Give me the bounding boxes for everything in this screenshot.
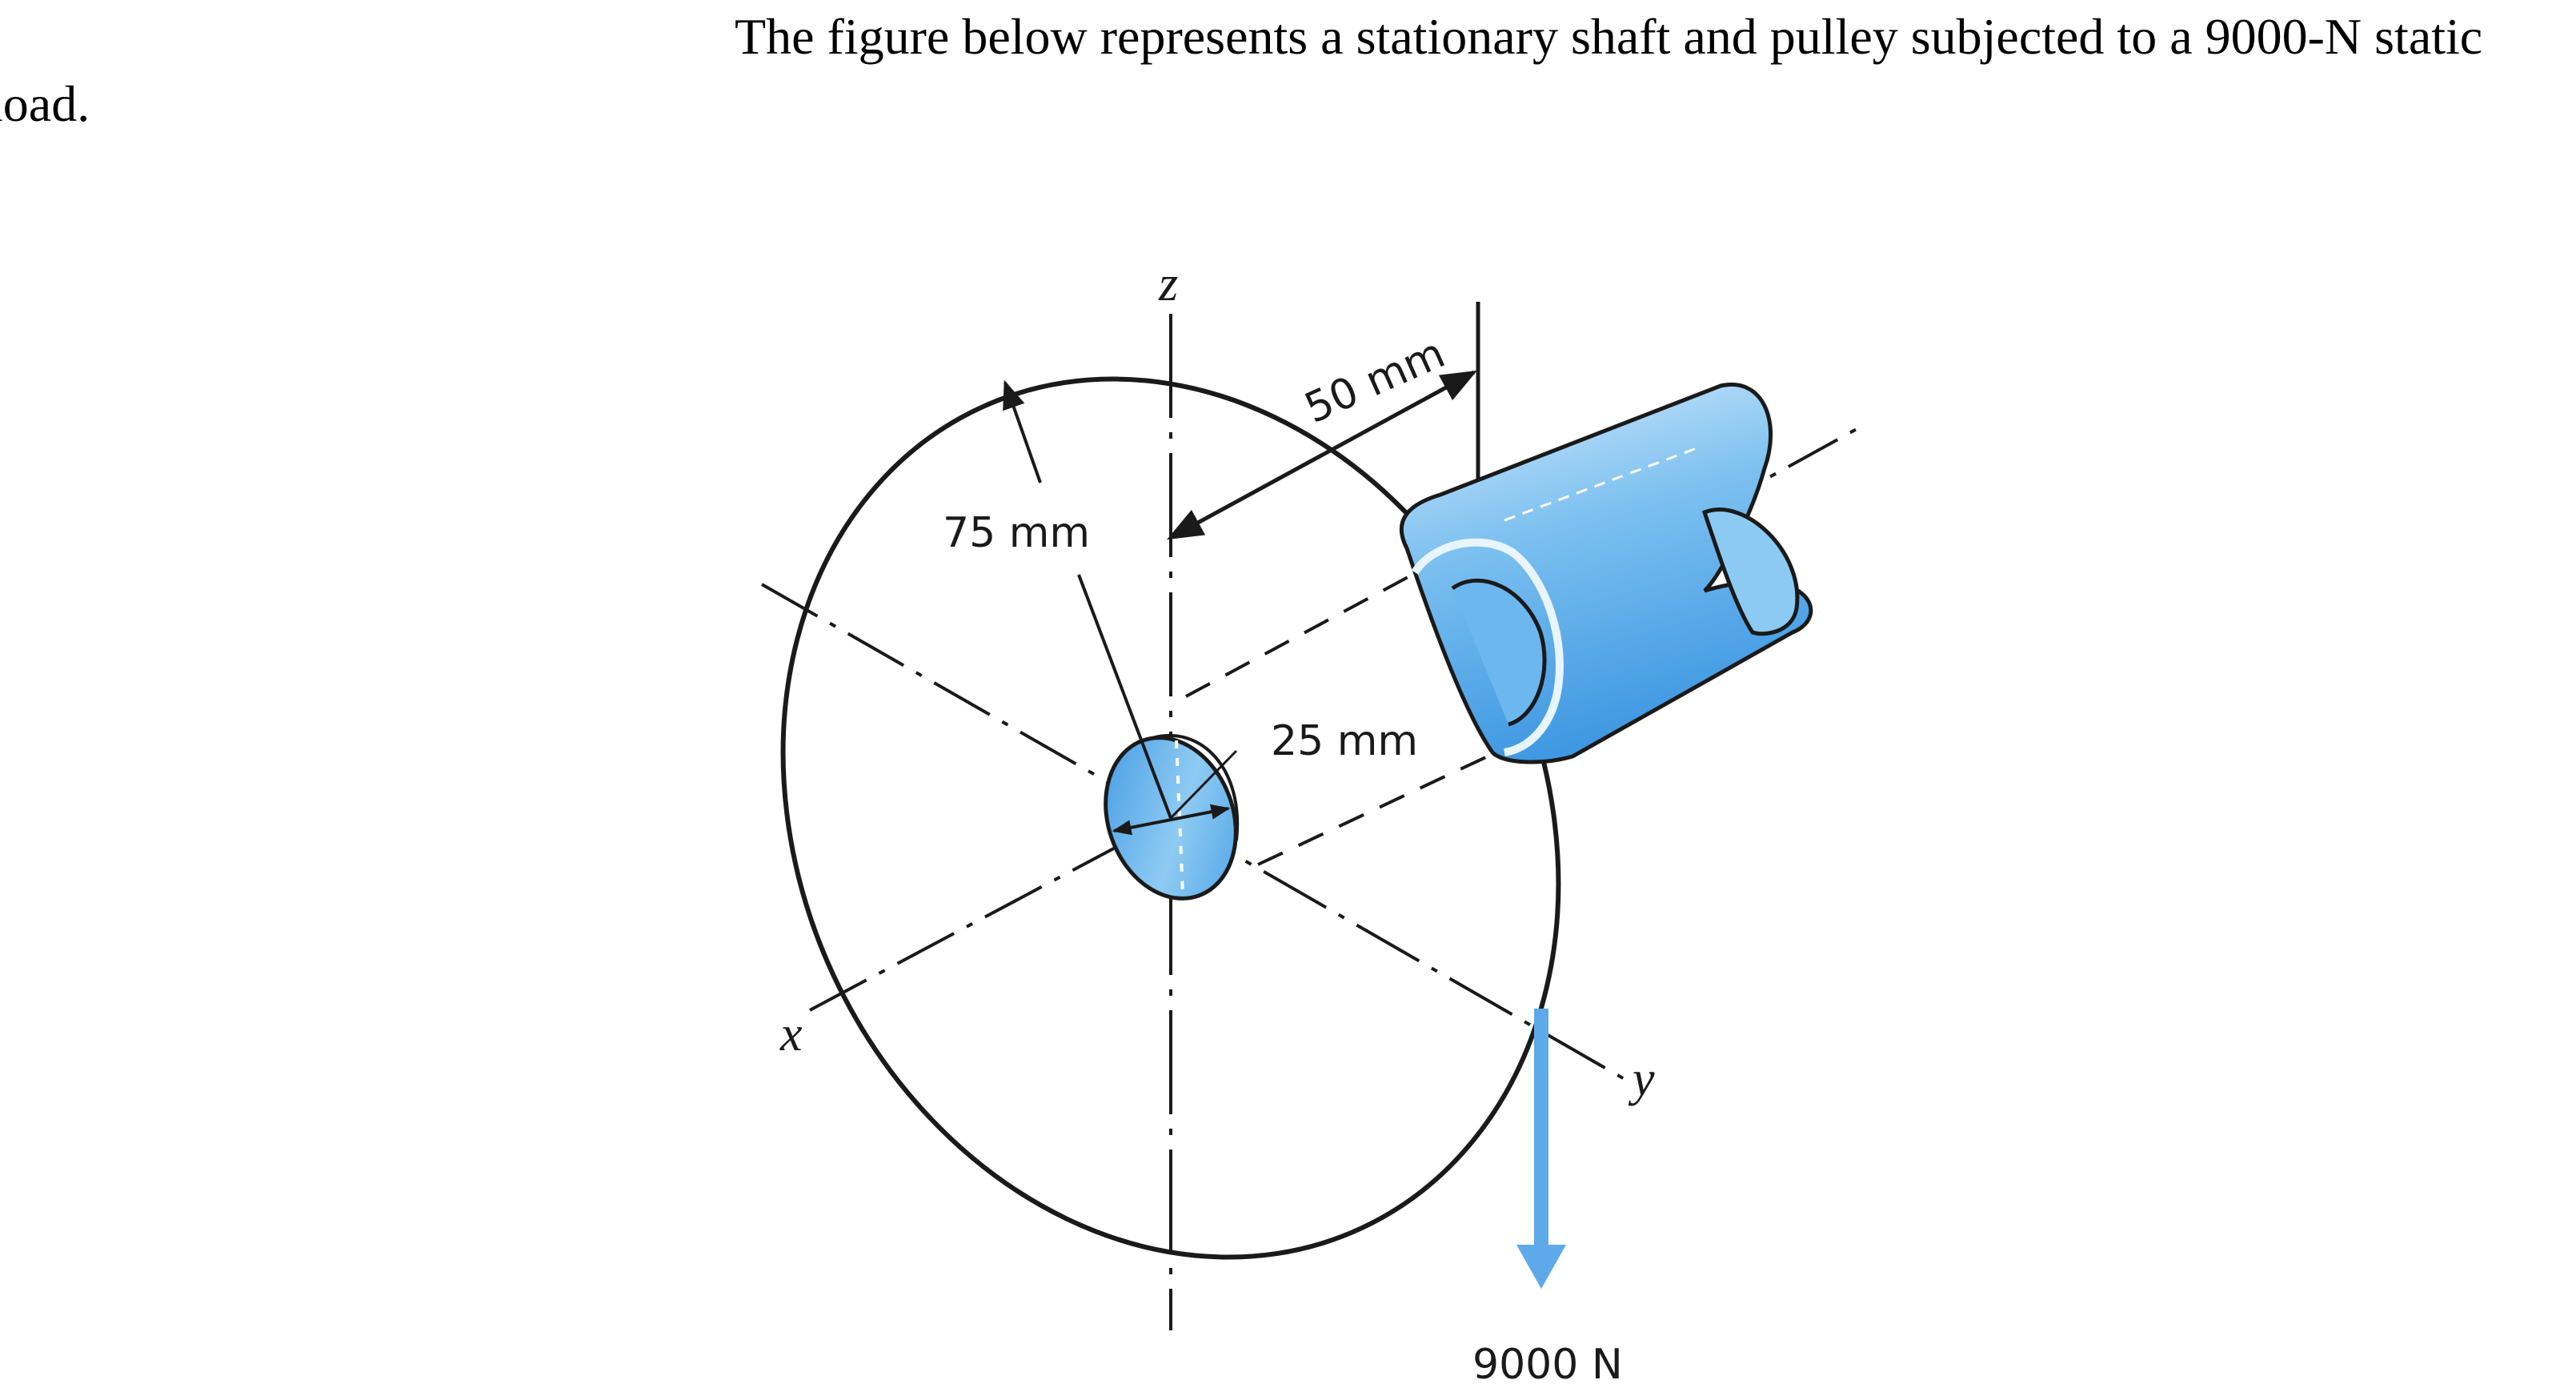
shaft-hidden-edge-bottom [1257, 747, 1505, 866]
x-axis-line [809, 816, 1172, 1012]
transverse-axis-line [761, 583, 1172, 820]
x-axis-label: x [779, 1007, 803, 1061]
shaft-diameter-arrow [1112, 804, 1231, 836]
y-axis-label: y [1628, 1052, 1655, 1106]
shaft-length-arrow [1167, 370, 1477, 540]
shaft-diameter-leader [1169, 749, 1238, 820]
pulley-radius-arrow [1003, 379, 1042, 483]
shaft-near-end-rim [1152, 733, 1240, 841]
shaft-far-cylinder [1399, 383, 1813, 764]
problem-statement-line-2: load. [0, 75, 90, 132]
shaft-length-label: 50 mm [1298, 329, 1452, 433]
load-arrow [1516, 1009, 1566, 1289]
z-axis-label: z [1158, 257, 1178, 311]
shaft-diameter-label: 25 mm [1271, 717, 1418, 765]
shaft-hidden-edge-top [1185, 573, 1413, 698]
y-axis-line [1170, 816, 1635, 1086]
pulley-radius-leader [1077, 574, 1172, 819]
load-label: 9000 N [1472, 1341, 1623, 1384]
pulley-radius-label: 75 mm [943, 509, 1090, 557]
problem-statement-line-1: The figure below represents a stationary… [735, 8, 2483, 65]
